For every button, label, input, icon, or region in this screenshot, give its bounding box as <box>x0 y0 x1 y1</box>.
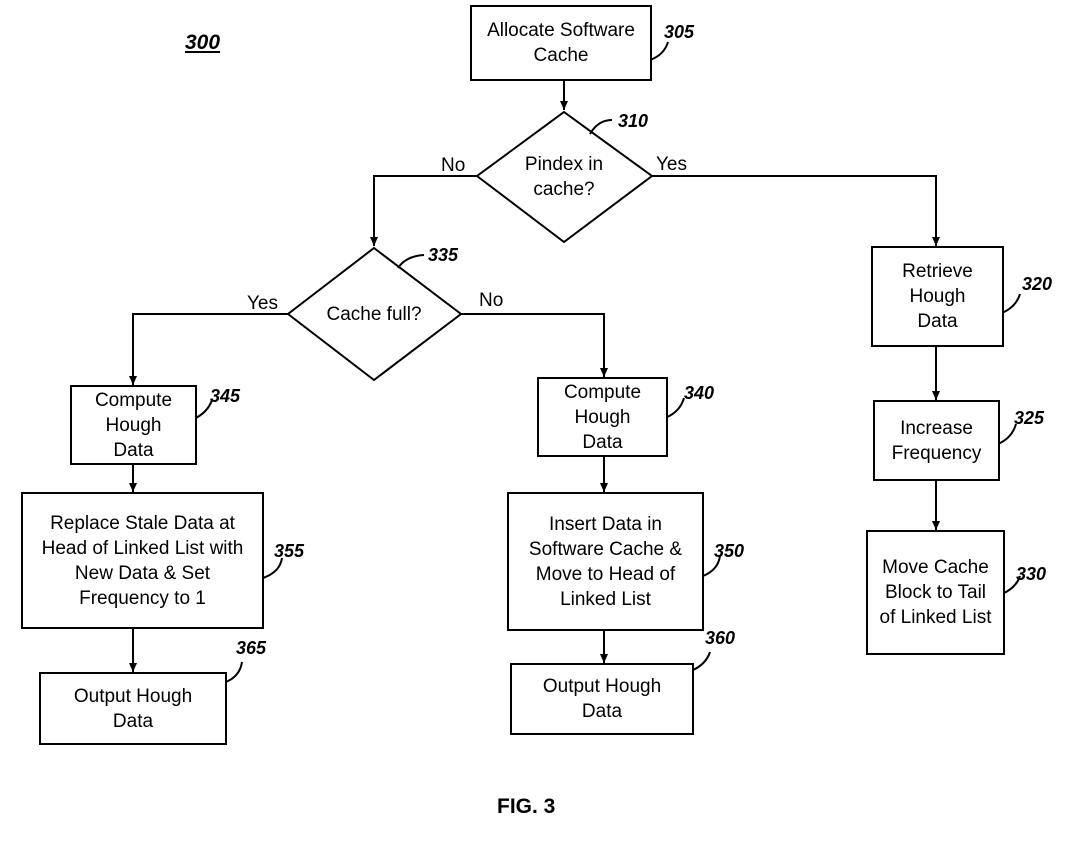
process-340: Compute Hough Data <box>537 377 668 457</box>
leader-320 <box>1001 293 1021 314</box>
figure-number: 300 <box>185 31 221 54</box>
process-365-text: Output Hough Data <box>73 685 193 732</box>
decision-310-label: Pindex in cache? <box>500 146 628 208</box>
leader-325 <box>997 423 1017 445</box>
process-320: Retrieve Hough Data <box>871 246 1004 347</box>
ref-340: 340 <box>684 383 715 403</box>
ref-320: 320 <box>1022 274 1053 294</box>
ref-345: 345 <box>210 386 241 406</box>
edge-label-310-yes: Yes <box>656 154 687 175</box>
process-305-text: Allocate Software Cache <box>487 20 635 66</box>
leader-355 <box>262 557 283 579</box>
decision-335-shape <box>286 246 463 382</box>
ref-310: 310 <box>618 111 649 131</box>
process-330: Move Cache Block to Tail of Linked List <box>866 530 1005 655</box>
ref-360: 360 <box>705 628 736 648</box>
process-355-text: Replace Stale Data at Head of Linked Lis… <box>41 512 244 609</box>
edge-335-no <box>461 313 608 377</box>
process-325: Increase Frequency <box>873 400 1000 481</box>
process-350-text: Insert Data in Software Cache & Move to … <box>528 513 683 610</box>
process-350: Insert Data in Software Cache & Move to … <box>507 492 704 631</box>
leader-360 <box>692 651 711 671</box>
ref-365: 365 <box>236 638 267 658</box>
edge-310-no <box>370 175 477 246</box>
ref-330: 330 <box>1016 564 1047 584</box>
leader-350 <box>702 555 721 577</box>
leader-335 <box>397 254 425 269</box>
decision-335-label: Cache full? <box>306 298 442 330</box>
decision-310-shape <box>475 110 654 244</box>
leader-305 <box>649 41 669 61</box>
edge-label-310-no: No <box>441 155 466 176</box>
process-360-text: Output Hough Data <box>542 676 662 722</box>
process-320-text: Retrieve Hough Data <box>902 261 973 332</box>
process-340-text: Compute Hough Data <box>563 381 642 453</box>
ref-350: 350 <box>714 541 745 561</box>
edge-label-335-no: No <box>479 290 504 311</box>
edge-335-yes <box>129 313 288 385</box>
process-355: Replace Stale Data at Head of Linked Lis… <box>21 492 264 629</box>
ref-335: 335 <box>428 245 459 265</box>
leader-310 <box>589 119 613 135</box>
process-305: Allocate Software Cache <box>470 5 652 81</box>
figure-caption: FIG. 3 <box>497 795 556 818</box>
decision-335-text: Cache full? <box>326 303 422 325</box>
leader-365 <box>225 661 243 683</box>
ref-325: 325 <box>1014 408 1045 428</box>
ref-305: 305 <box>664 22 695 42</box>
process-330-text: Move Cache Block to Tail of Linked List <box>879 557 992 628</box>
process-360: Output Hough Data <box>510 663 694 735</box>
process-365: Output Hough Data <box>39 672 227 745</box>
ref-355: 355 <box>274 541 305 561</box>
edge-310-yes <box>652 175 940 246</box>
process-345-text: Compute Hough Data <box>94 389 173 461</box>
process-345: Compute Hough Data <box>70 385 197 465</box>
edge-label-335-yes: Yes <box>247 293 278 314</box>
decision-310-text: Pindex in cache? <box>524 154 604 200</box>
process-325-text: Increase Frequency <box>891 417 982 464</box>
